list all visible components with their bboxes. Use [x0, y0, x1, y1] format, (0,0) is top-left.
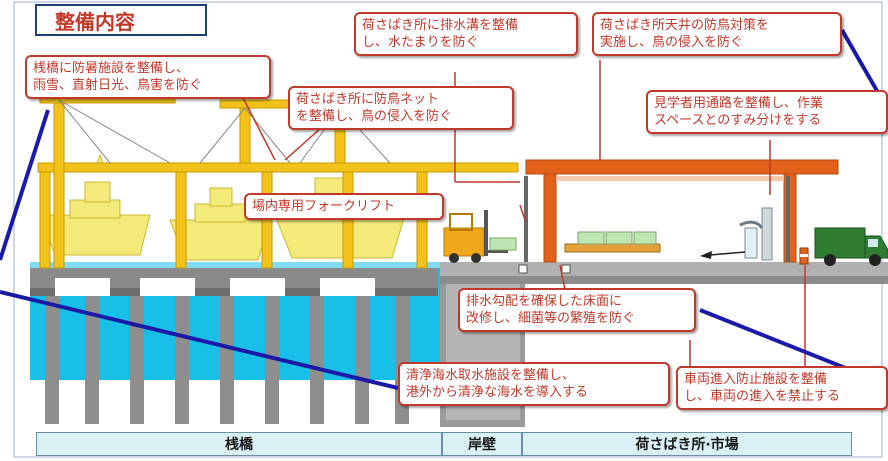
market-floor: [440, 262, 888, 276]
callout-forklift: 場内専用フォークリフト: [244, 193, 444, 220]
callout-bird-net: 荷さばき所に防鳥ネット を整備し、鳥の侵入を防ぐ: [288, 86, 514, 130]
fish-boxes: [564, 231, 661, 253]
frame-outline: [13, 1, 883, 458]
callout-line: 見学者用通路を整備し、作業: [654, 96, 824, 111]
callout-line: 排水勾配を確保した床面に: [466, 294, 623, 309]
market-left-wall: [524, 176, 528, 262]
callout-drainage: 荷さばき所に排水溝を整備 し、水たまりを防ぐ: [354, 12, 578, 56]
callout-line: し、水たまりを防ぐ: [362, 35, 479, 50]
callout-line: 桟橋に防暑施設を整備し、: [33, 61, 190, 76]
boat-left: [39, 153, 151, 256]
pier-piles: [45, 296, 409, 424]
callout-line: し、車両の進入を禁止する: [684, 389, 841, 404]
pier-deck-openings: [55, 278, 375, 296]
callout-line: スペースとのすみ分けをする: [654, 113, 822, 128]
callout-ceiling-bird: 荷さばき所天井の防鳥対策を 実施し、鳥の侵入を防ぐ: [592, 12, 842, 56]
zone-label-market: 荷さばき所·市場: [522, 432, 852, 456]
callout-line: 荷さばき所に防鳥ネット: [296, 92, 440, 107]
boat-middle: [169, 187, 271, 261]
water-surface: [30, 262, 440, 268]
callout-line: 車両進入防止施設を整備: [684, 372, 828, 387]
callout-line: 場内専用フォークリフト: [252, 199, 396, 214]
drain-slot-2: [561, 264, 571, 274]
zone-label-quay: 岸壁: [442, 432, 522, 456]
zone-label-pier: 桟橋: [36, 432, 442, 456]
callout-seawater: 清浄海水取水施設を整備し、 港外から清浄な海水を導入する: [398, 362, 670, 406]
callout-line: を整備し、鳥の侵入を防ぐ: [296, 109, 453, 124]
callout-vehicle-block: 車両進入防止施設を整備 し、車両の進入を禁止する: [676, 366, 888, 410]
callout-line: 雨雪、直射日光、鳥害を防ぐ: [33, 78, 203, 93]
wash-station: [739, 207, 773, 261]
callout-visitor-path: 見学者用通路を整備し、作業 スペースとのすみ分けをする: [646, 90, 888, 134]
forklift-illustration: [443, 210, 517, 263]
callout-line: 改修し、細菌等の繁殖を防ぐ: [466, 311, 636, 326]
market-floor-edge: [440, 276, 888, 284]
callout-line: 荷さばき所天井の防鳥対策を: [600, 18, 770, 33]
market-right-wall: [786, 176, 790, 262]
truck-illustration: [814, 227, 888, 266]
callout-line: 港外から清浄な海水を導入する: [406, 385, 589, 400]
drain-slot-1: [518, 264, 528, 274]
callout-line: 清浄海水取水施設を整備し、: [406, 368, 576, 383]
callout-floor-slope: 排水勾配を確保した床面に 改修し、細菌等の繁殖を防ぐ: [458, 288, 696, 332]
page-title: 整備内容: [35, 4, 207, 36]
callout-line: 実施し、鳥の侵入を防ぐ: [600, 35, 744, 50]
direction-arrow: [700, 251, 746, 259]
pier-shelter-structure: [37, 94, 519, 269]
callout-pier-shelter: 桟橋に防暑施設を整備し、 雨雪、直射日光、鳥害を防ぐ: [25, 55, 271, 99]
callout-line: 荷さばき所に排水溝を整備: [362, 18, 519, 33]
